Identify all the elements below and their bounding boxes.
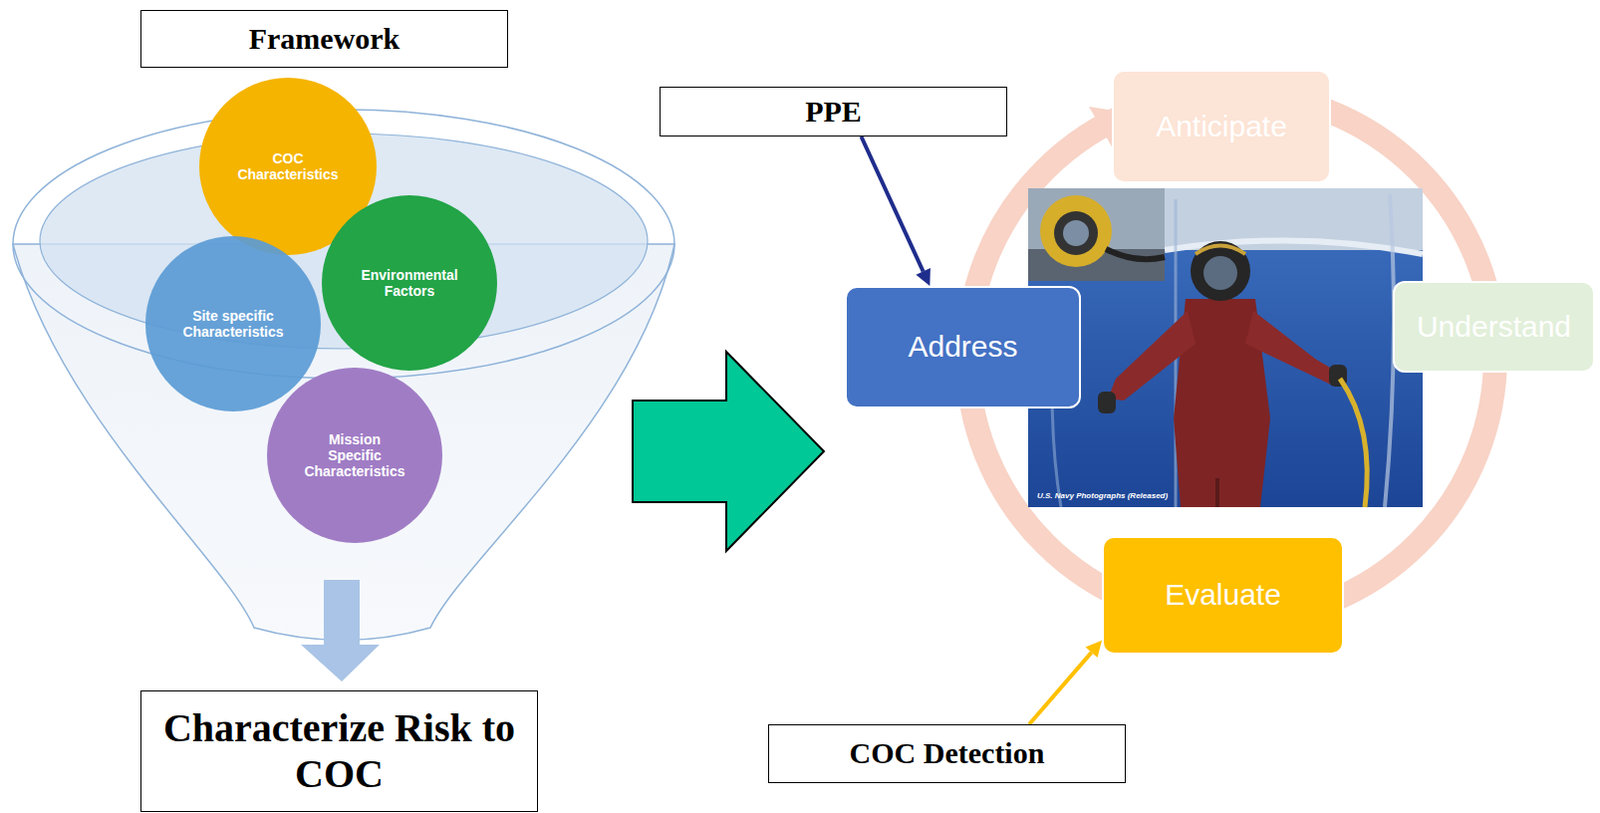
cycle-step: Address <box>844 285 1081 409</box>
factor-circle: Mission Specific Characteristics <box>266 367 443 543</box>
leader-arrow <box>860 136 930 286</box>
photo-credit: U.S. Navy Photographs (Released) <box>1037 491 1168 501</box>
result-box: Characterize Risk to COC <box>140 690 538 812</box>
factor-circle: Environmental Factors <box>321 195 498 371</box>
callout-box: PPE <box>659 86 1008 137</box>
leader-arrow <box>1029 640 1102 725</box>
frame-box: Framework <box>140 9 509 68</box>
cycle-step: Evaluate <box>1101 535 1344 655</box>
callout-box: COC Detection <box>768 724 1126 784</box>
node-text: Framework <box>249 21 401 57</box>
cycle-step: Understand <box>1392 280 1596 373</box>
node-text: Evaluate <box>1164 577 1282 613</box>
node-text: Site specific Characteristics <box>173 307 293 340</box>
node-text: Address <box>907 329 1018 365</box>
node-text: Characterize Risk to COC <box>152 705 527 798</box>
node-text: PPE <box>804 94 862 130</box>
cycle-step: Anticipate <box>1111 69 1332 184</box>
diver-photo <box>1028 188 1423 508</box>
node-text: Environmental Factors <box>349 266 470 299</box>
node-text: Anticipate <box>1155 109 1288 145</box>
node-text: COC Detection <box>849 736 1046 772</box>
down-arrow <box>300 579 380 682</box>
factor-circle: Site specific Characteristics <box>145 236 321 412</box>
node-text: COC Characteristics <box>228 150 348 183</box>
big-arrow <box>632 351 824 551</box>
node-text: Understand <box>1416 309 1572 345</box>
node-text: Mission Specific Characteristics <box>302 431 408 480</box>
